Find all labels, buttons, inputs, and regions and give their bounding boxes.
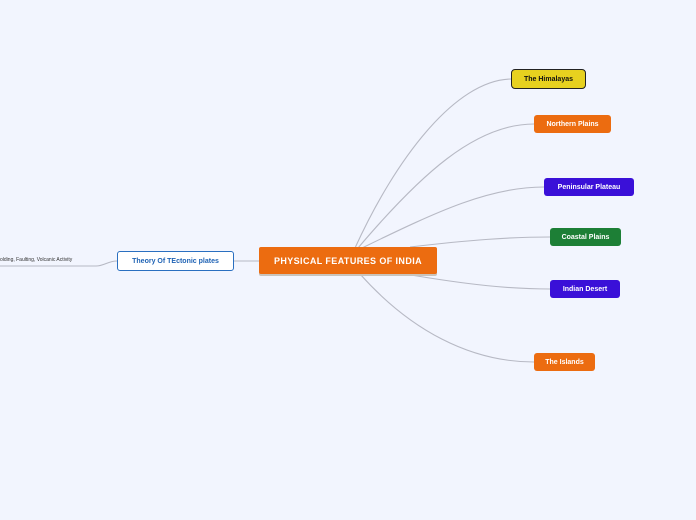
central-topic-label: PHYSICAL FEATURES OF INDIA — [273, 255, 423, 266]
topic-northern-plains[interactable]: Northern Plains — [534, 115, 611, 133]
central-topic-node[interactable]: PHYSICAL FEATURES OF INDIA — [259, 247, 437, 274]
topic-indian-desert[interactable]: Indian Desert — [550, 280, 620, 298]
connector-indian-desert — [404, 273, 551, 290]
connector-coastal-plains — [409, 236, 551, 248]
topic-label: Northern Plains — [546, 120, 599, 128]
connector-himalayas — [354, 78, 512, 249]
topic-the-islands[interactable]: The Islands — [534, 353, 595, 371]
connector-subtopic — [0, 260, 118, 267]
topic-label: Indian Desert — [562, 285, 608, 293]
connector-peninsular-plateau — [361, 186, 545, 249]
topic-himalayas[interactable]: The Himalayas — [511, 69, 586, 89]
connector-northern-plains — [357, 123, 535, 249]
connector-islands — [359, 273, 535, 363]
topic-label: The Islands — [545, 358, 584, 366]
topic-label: Peninsular Plateau — [557, 183, 621, 191]
topic-coastal-plains[interactable]: Coastal Plains — [550, 228, 621, 246]
topic-peninsular-plateau[interactable]: Peninsular Plateau — [544, 178, 634, 196]
subtopic-folding-faulting[interactable]: olding, Faulting, Volcanic Activity — [0, 257, 73, 263]
topic-label: The Himalayas — [523, 75, 574, 83]
topic-tectonic-plates[interactable]: Theory Of TEctonic plates — [117, 251, 234, 271]
topic-label: Coastal Plains — [561, 233, 610, 241]
topic-label: Theory Of TEctonic plates — [132, 257, 219, 265]
